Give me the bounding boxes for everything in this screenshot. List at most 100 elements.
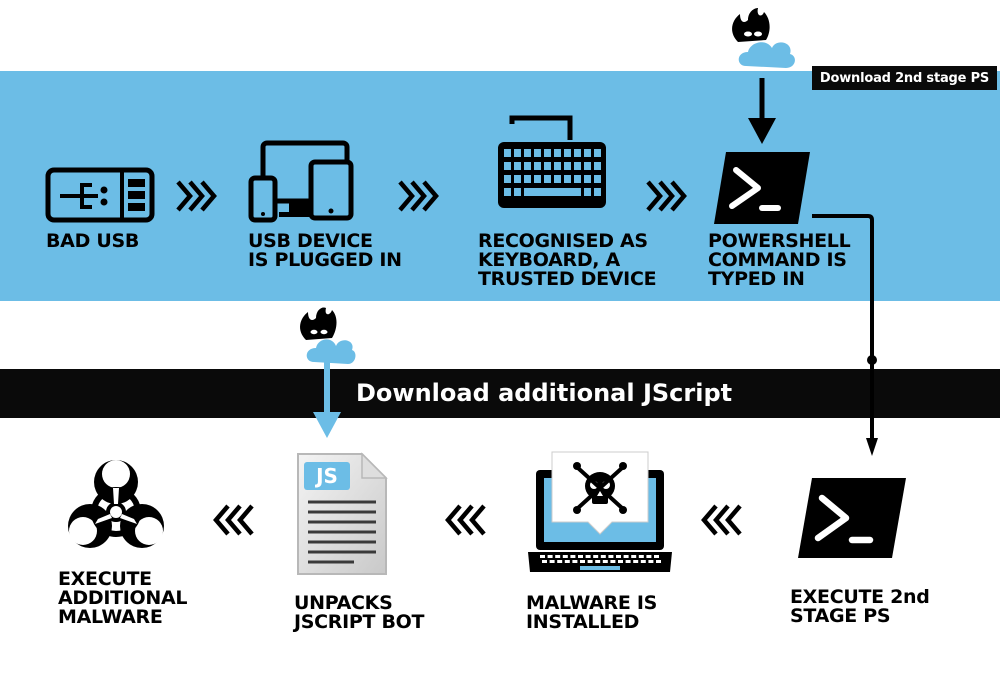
devices-icon <box>248 140 354 223</box>
label-line: INSTALLED <box>526 611 640 633</box>
usb-stick-icon <box>45 167 155 223</box>
laptop-key <box>608 555 614 558</box>
keyboard-icon <box>498 115 606 208</box>
laptop-key <box>572 560 578 563</box>
label-keyboard: RECOGNISED AS KEYBOARD, A TRUSTED DEVICE <box>478 232 657 289</box>
keyboard-key <box>584 188 591 196</box>
label-line: MALWARE IS <box>526 592 658 614</box>
label-line: EXECUTE 2nd <box>790 586 930 608</box>
label-line: STAGE PS <box>790 605 891 627</box>
laptop-key <box>638 555 644 558</box>
keyboard-key <box>504 188 511 196</box>
label-line: USB DEVICE <box>248 230 373 252</box>
chevrons-left-icon <box>445 504 486 536</box>
keyboard-key <box>564 149 571 157</box>
chevrons-left-icon <box>701 504 742 536</box>
arrow-down-icon <box>748 78 776 144</box>
keyboard-key <box>514 188 521 196</box>
laptop-key <box>549 560 555 563</box>
chevrons-right-icon <box>176 180 217 212</box>
laptop-key <box>600 555 606 558</box>
keyboard-key <box>534 149 541 157</box>
label-line: IS PLUGGED IN <box>248 249 402 271</box>
js-file-badge: JS <box>316 464 338 488</box>
keyboard-key <box>504 175 511 183</box>
keyboard-key <box>574 175 581 183</box>
label-bad-usb: BAD USB <box>46 232 139 251</box>
keyboard-key <box>554 149 561 157</box>
label-execute-ps: EXECUTE 2nd STAGE PS <box>790 588 930 626</box>
keyboard-key <box>534 162 541 170</box>
laptop-key <box>610 560 616 563</box>
label-line: JSCRIPT BOT <box>294 611 425 633</box>
label-line: COMMAND IS <box>708 249 847 271</box>
infected-laptop-icon <box>528 451 672 572</box>
keyboard-key <box>564 175 571 183</box>
keyboard-key <box>544 162 551 170</box>
laptop-key <box>656 560 661 563</box>
label-line: UNPACKS <box>294 592 393 614</box>
laptop-key <box>562 555 568 558</box>
laptop-key <box>564 560 570 563</box>
keyboard-key <box>514 149 521 157</box>
keyboard-key <box>514 162 521 170</box>
laptop-key <box>640 560 646 563</box>
label-malware-installed: MALWARE IS INSTALLED <box>526 594 657 632</box>
arrow-down-icon <box>313 358 341 438</box>
keyboard-key <box>554 162 561 170</box>
label-line: EXECUTE <box>58 568 152 590</box>
laptop-key <box>585 555 591 558</box>
keyboard-key <box>554 175 561 183</box>
laptop-key <box>625 560 631 563</box>
download-2nd-stage-label: Download 2nd stage PS <box>819 70 990 86</box>
laptop-key <box>570 555 576 558</box>
keyboard-key <box>574 162 581 170</box>
keyboard-key <box>584 175 591 183</box>
keyboard-key <box>584 149 591 157</box>
laptop-key <box>631 555 637 558</box>
laptop-key <box>646 555 652 558</box>
js-file-icon: JS <box>294 450 390 578</box>
laptop-key <box>540 555 545 558</box>
laptop-key <box>602 560 608 563</box>
keyboard-key <box>504 149 511 157</box>
biohazard-icon <box>68 460 164 548</box>
laptop-key <box>654 555 659 558</box>
keyboard-key <box>594 188 601 196</box>
label-powershell: POWERSHELL COMMAND IS TYPED IN <box>708 230 851 289</box>
chevrons-right-icon <box>646 180 687 212</box>
keyboard-key <box>594 175 601 183</box>
label-execute-malware: EXECUTE ADDITIONAL MALWARE <box>58 568 188 628</box>
powershell-icon <box>714 152 810 224</box>
powershell-icon <box>798 478 906 558</box>
threat-cloud-icon <box>732 8 795 68</box>
keyboard-key <box>574 149 581 157</box>
chevrons-right-icon <box>398 180 439 212</box>
laptop-key <box>587 560 593 563</box>
keyboard-key <box>544 149 551 157</box>
laptop-key <box>595 560 601 563</box>
laptop-key <box>623 555 629 558</box>
laptop-key <box>555 555 561 558</box>
laptop-key <box>547 555 553 558</box>
download-jscript-bar <box>0 369 1000 418</box>
laptop-key <box>648 560 654 563</box>
label-line: BAD USB <box>46 230 140 252</box>
laptop-key <box>618 560 623 563</box>
laptop-key <box>593 555 599 558</box>
label-line: MALWARE <box>58 606 163 628</box>
keyboard-key <box>524 162 531 170</box>
keyboard-key <box>514 175 521 183</box>
laptop-key <box>542 560 547 563</box>
label-usb-plugged: USB DEVICE IS PLUGGED IN <box>248 232 402 270</box>
label-unpacks-bot: UNPACKS JSCRIPT BOT <box>294 592 425 633</box>
keyboard-spacebar <box>524 188 581 196</box>
chevrons-left-icon <box>213 504 254 536</box>
laptop-key <box>557 560 563 563</box>
keyboard-key <box>524 149 531 157</box>
keyboard-key <box>584 162 591 170</box>
laptop-key <box>578 555 583 558</box>
label-line: ADDITIONAL <box>58 587 188 609</box>
label-line: POWERSHELL <box>708 230 851 252</box>
laptop-key <box>616 555 621 558</box>
